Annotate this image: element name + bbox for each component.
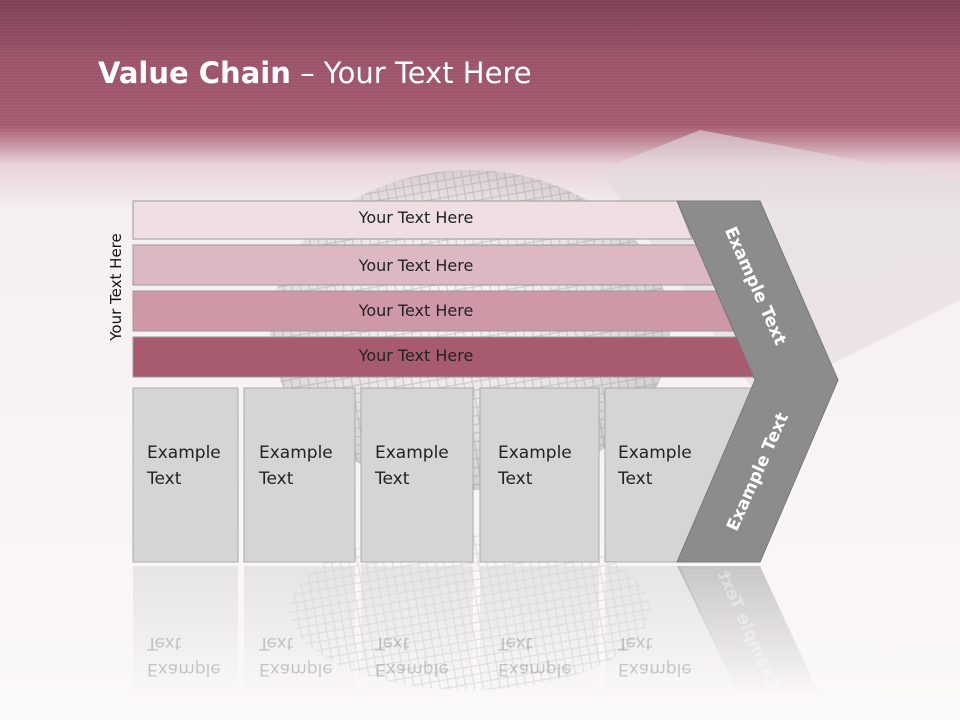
column-reflection-3-line1: Example (375, 659, 449, 679)
column-text-5-line1: Example (618, 443, 692, 463)
column-text-5-line2: Text (618, 469, 653, 489)
column-reflection-4-line2: Text (498, 633, 533, 653)
column-reflection-5-line2: Text (618, 633, 653, 653)
title-rest: – Your Text Here (290, 56, 532, 90)
column-reflection-4-line1: Example (498, 659, 572, 679)
row-label-1: Your Text Here (358, 208, 474, 227)
column-reflection-1 (133, 566, 238, 696)
column-reflection-2-line2: Text (259, 633, 294, 653)
column-box-3 (360, 387, 474, 563)
column-text-reflection-3: Example Text (375, 630, 475, 682)
column-text-2-line1: Example (259, 443, 333, 463)
row-bar-1 (132, 200, 693, 240)
column-text-3: Example Text (375, 440, 475, 492)
column-reflection-4 (480, 566, 599, 696)
column-text-4: Example Text (498, 440, 598, 492)
column-text-reflection-1: Example Text (147, 630, 247, 682)
column-reflection-2 (244, 566, 355, 696)
column-text-1-line1: Example (147, 443, 221, 463)
column-text-3-line2: Text (375, 469, 410, 489)
column-text-reflection-5: Example Text (618, 630, 718, 682)
column-box-2 (243, 387, 356, 563)
row-label-4: Your Text Here (358, 346, 474, 365)
column-text-reflection-2: Example Text (259, 630, 359, 682)
column-text-reflection-4: Example Text (498, 630, 598, 682)
column-text-1-line2: Text (147, 469, 182, 489)
column-text-4-line2: Text (498, 469, 533, 489)
chevron-reflection (677, 566, 820, 696)
title-bold: Value Chain (98, 56, 291, 90)
slide-title: Value Chain – Your Text Here (98, 56, 532, 90)
column-reflection-1-line1: Example (147, 659, 221, 679)
column-reflection-3 (361, 566, 473, 696)
column-text-5: Example Text (618, 440, 718, 492)
column-reflection-5-line1: Example (618, 659, 692, 679)
row-label-3: Your Text Here (358, 301, 474, 320)
column-text-2-line2: Text (259, 469, 294, 489)
chevron-arrow (676, 200, 839, 563)
column-text-1: Example Text (147, 440, 247, 492)
column-text-3-line1: Example (375, 443, 449, 463)
column-box-4 (479, 387, 600, 563)
column-text-4-line1: Example (498, 443, 572, 463)
header-band (0, 0, 960, 140)
column-reflection-5 (605, 566, 740, 696)
column-reflection-3-line2: Text (375, 633, 410, 653)
column-reflection-2-line1: Example (259, 659, 333, 679)
row-label-2: Your Text Here (358, 256, 474, 275)
column-text-2: Example Text (259, 440, 359, 492)
column-box-1 (132, 387, 239, 563)
column-reflection-1-line2: Text (147, 633, 182, 653)
